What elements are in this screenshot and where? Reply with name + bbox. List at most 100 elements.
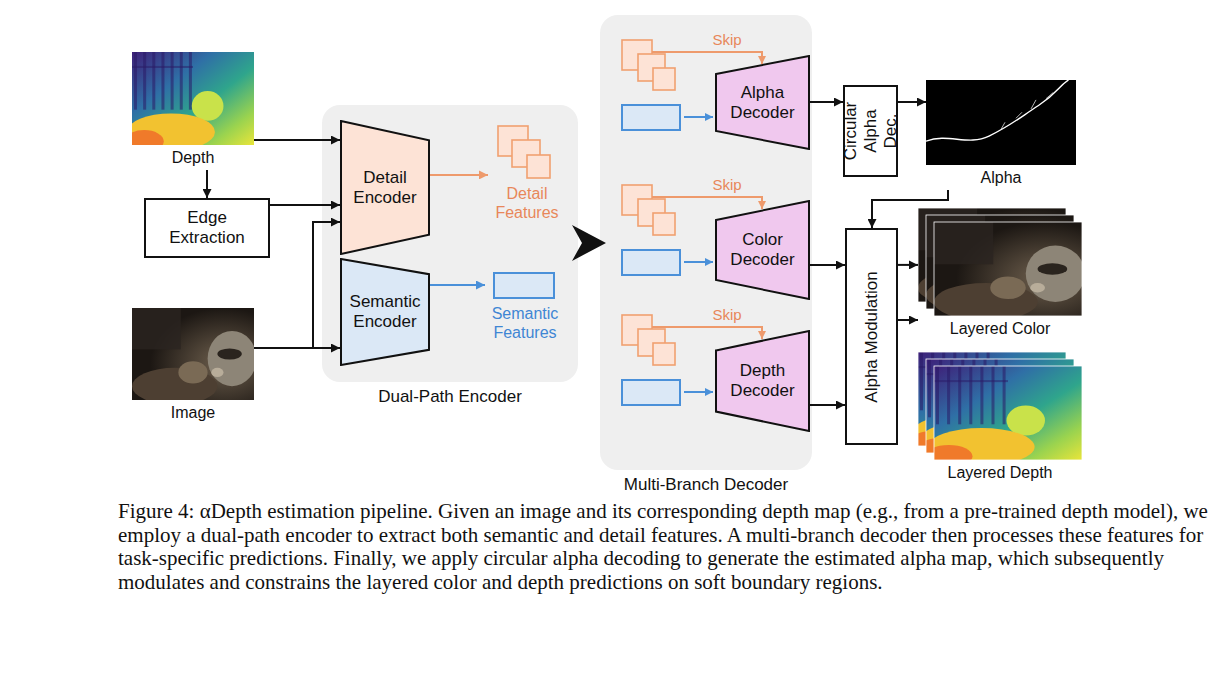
art-ellipse xyxy=(1007,405,1045,435)
feature-icon xyxy=(485,270,565,302)
art-line xyxy=(684,391,713,393)
art-polyline xyxy=(652,52,762,64)
image-panel: Layered Color xyxy=(918,208,1082,340)
art-ellipse xyxy=(208,331,254,386)
art-rect xyxy=(622,40,652,70)
art-path xyxy=(926,80,1069,141)
group-panel: Multi-Branch DecoderAlpha DecoderColor D… xyxy=(600,15,812,470)
image-panel: Image xyxy=(132,308,254,426)
art-rect xyxy=(653,68,675,90)
art-rect xyxy=(622,315,652,345)
art-rect xyxy=(143,52,146,110)
flow-arrow xyxy=(254,347,340,349)
image-illustration xyxy=(132,52,254,145)
art-rect xyxy=(622,250,680,275)
art-g xyxy=(925,366,1082,460)
decoder-trapezoid: Alpha Decoder xyxy=(715,55,810,150)
image-panel: Alpha xyxy=(926,80,1076,190)
art-ellipse xyxy=(217,348,241,359)
feature-stack: Detail Features xyxy=(488,122,566,226)
art-ellipse xyxy=(192,91,224,121)
image-caption: Layered Color xyxy=(908,320,1092,338)
group-label: Dual-Path Encoder xyxy=(302,387,598,407)
art-rect xyxy=(934,366,1082,460)
art-line xyxy=(684,261,713,263)
art-rect xyxy=(969,366,972,424)
art-ellipse xyxy=(1038,263,1068,274)
feature-label: Semantic Features xyxy=(479,304,571,342)
art-ellipse xyxy=(178,361,207,383)
flow-arrow xyxy=(898,319,918,321)
block-label: Alpha Decoder xyxy=(723,83,802,123)
vertical-box: Alpha Modulation xyxy=(845,228,898,445)
art-rect xyxy=(653,343,675,365)
flow-arrow xyxy=(206,170,208,198)
flow-arrow xyxy=(810,404,845,406)
art-ellipse xyxy=(990,277,1026,300)
block-label: Semantic Encoder xyxy=(348,292,422,332)
art-ellipse xyxy=(1030,283,1045,292)
art-rect xyxy=(132,308,181,349)
decoder-trapezoid: Color Decoder xyxy=(715,200,810,300)
group-label: Multi-Branch Decoder xyxy=(580,475,832,495)
vertical-box: Circular Alpha Dec. xyxy=(843,85,898,177)
flow-arrow xyxy=(270,204,340,206)
art-rect xyxy=(132,66,193,68)
art-polyline xyxy=(652,327,762,339)
art-rect xyxy=(638,199,665,226)
group-panel: Dual-Path EncoderDetail EncoderDetail Fe… xyxy=(322,105,578,382)
art-rect xyxy=(980,366,983,424)
color-row-inputs xyxy=(622,185,762,275)
block-label: Detail Encoder xyxy=(348,168,422,208)
art-ellipse xyxy=(132,130,164,145)
art-rect xyxy=(934,222,1082,316)
skip-label: Skip xyxy=(687,31,767,48)
skip-label: Skip xyxy=(687,306,767,323)
depth-row-inputs xyxy=(622,315,762,405)
alpha-row-inputs xyxy=(622,40,762,130)
flow-arrow xyxy=(810,264,845,266)
feature-vector: Semantic Features xyxy=(485,270,565,350)
art-rect xyxy=(936,366,939,424)
vertical-label: Alpha Modulation xyxy=(862,233,882,440)
art-rect xyxy=(152,52,155,110)
flow-arrow xyxy=(254,222,340,348)
image-illustration xyxy=(918,208,1082,316)
art-rect xyxy=(171,52,174,110)
art-rect xyxy=(494,273,554,298)
art-rect xyxy=(527,155,550,178)
image-caption: Layered Depth xyxy=(908,464,1092,482)
art-rect xyxy=(622,105,680,130)
flow-arrow xyxy=(810,101,843,103)
art-polygon xyxy=(341,121,429,254)
art-rect xyxy=(934,222,993,264)
flow-chevron xyxy=(572,225,606,261)
image-panel: Depth xyxy=(132,52,254,170)
art-ellipse xyxy=(925,445,972,460)
flow-arrow xyxy=(872,190,948,228)
art-polygon xyxy=(716,56,809,149)
image-illustration xyxy=(132,308,254,400)
art-ellipse xyxy=(1026,246,1082,302)
decoder-trapezoid: Depth Decoder xyxy=(715,330,810,432)
flow-arrow xyxy=(430,174,488,176)
art-rect xyxy=(992,366,995,424)
image-caption: Alpha xyxy=(916,169,1086,187)
art-rect xyxy=(638,54,665,81)
art-path xyxy=(1001,93,1053,130)
feature-label: Detail Features xyxy=(482,184,572,222)
box-label: Edge Extraction xyxy=(154,208,260,248)
art-rect xyxy=(622,380,680,405)
art-polygon xyxy=(341,259,429,365)
art-line xyxy=(684,116,713,118)
art-rect xyxy=(638,329,665,356)
art-svg xyxy=(925,366,1082,460)
flow-arrow xyxy=(430,284,485,286)
art-rect xyxy=(958,366,961,424)
encoder-trapezoid: Detail Encoder xyxy=(340,120,430,255)
art-rect xyxy=(622,185,652,215)
image-illustration xyxy=(918,352,1082,460)
art-polyline xyxy=(652,197,762,209)
art-ellipse xyxy=(211,368,223,377)
art-polygon xyxy=(716,331,809,431)
